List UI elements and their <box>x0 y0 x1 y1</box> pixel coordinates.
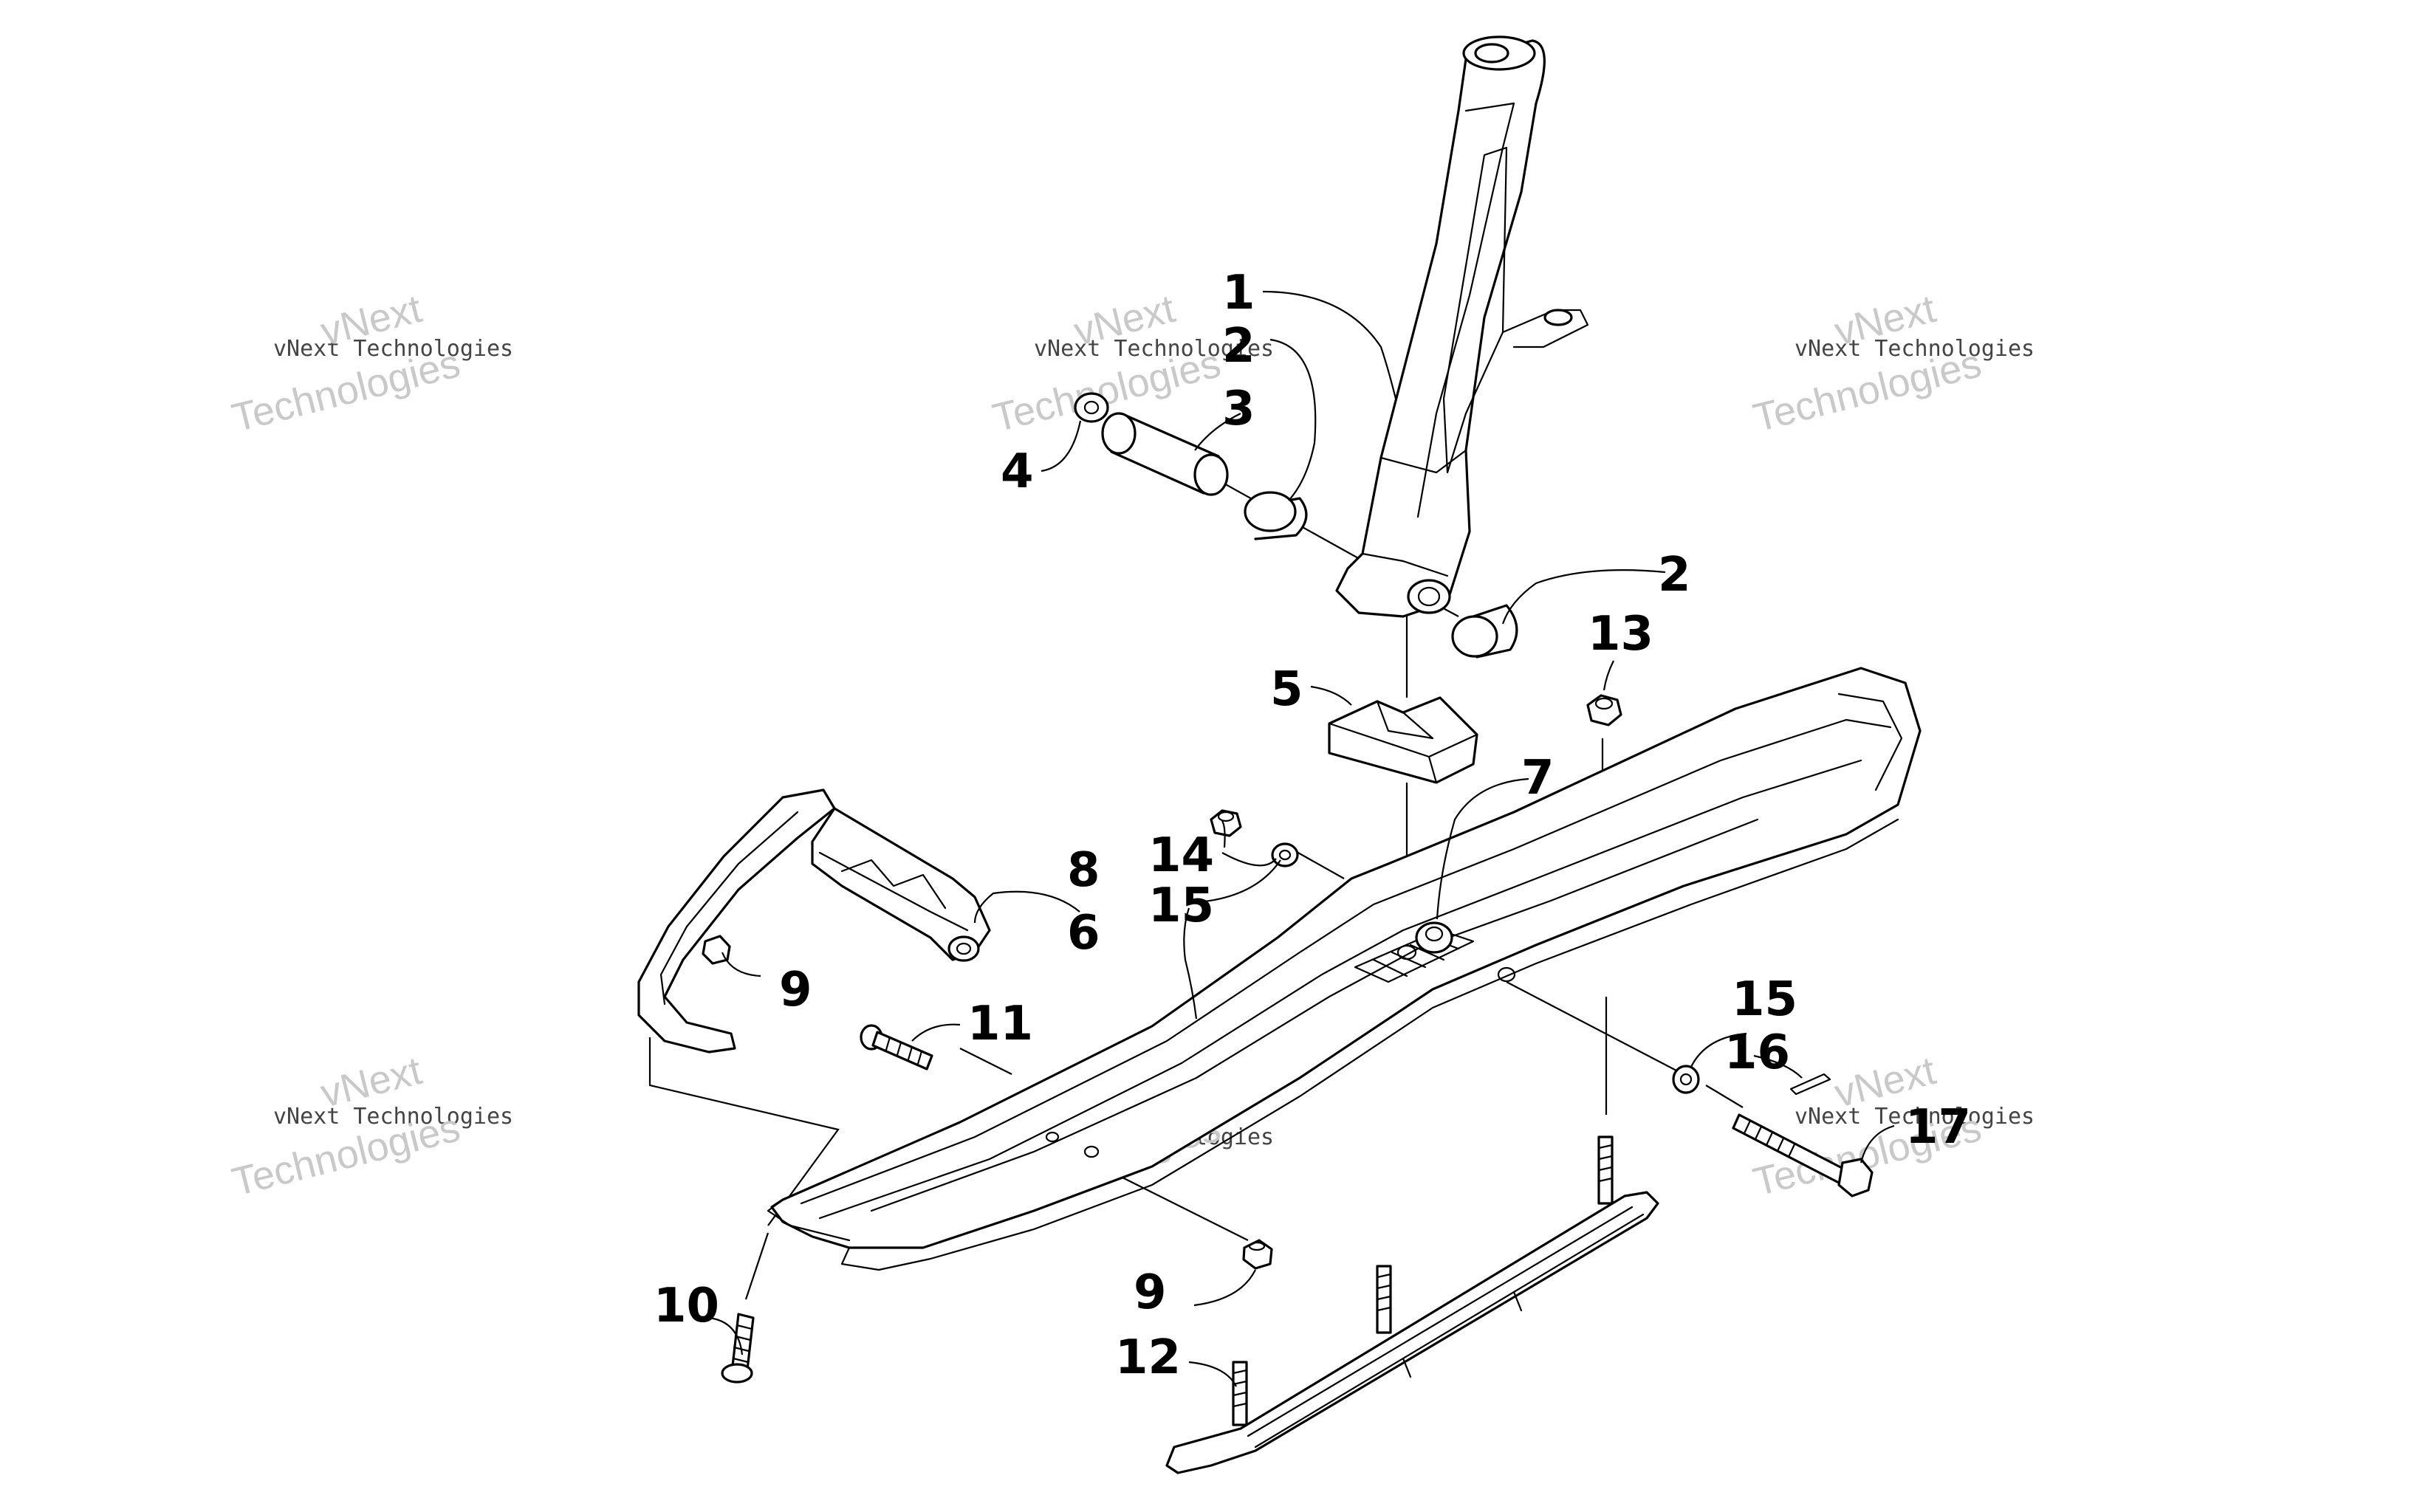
callout-5: 5 <box>1270 662 1303 717</box>
bushing-part-2-lower <box>1451 604 1518 659</box>
bushing-part-2-upper <box>1244 491 1308 540</box>
svg-text:vNext Technologies: vNext Technologies <box>1795 336 2035 362</box>
wear-bar-part-12 <box>1165 1135 1659 1474</box>
ski-loop-part-8 <box>637 788 991 1054</box>
callout-6: 6 <box>1067 906 1100 961</box>
nut-part-14 <box>1210 809 1242 837</box>
nut-part-13 <box>1586 694 1622 726</box>
callout-9-upper: 9 <box>779 963 812 1017</box>
ski-part-6 <box>767 667 1922 1271</box>
callout-12: 12 <box>1115 1330 1181 1385</box>
callout-14: 14 <box>1148 828 1214 883</box>
callout-labels: 1 2 3 4 2 13 5 7 14 8 15 6 9 11 15 16 17… <box>654 266 1971 1385</box>
callout-10: 10 <box>654 1279 719 1333</box>
svg-text:vNext Technologies: vNext Technologies <box>273 1104 513 1130</box>
leader-lines <box>708 290 1895 1387</box>
watermark-top-right: vNext Technologies vNext Technologies <box>1749 286 2035 441</box>
bolt-part-17 <box>1732 1113 1874 1197</box>
washer-part-15-lower <box>1672 1065 1700 1094</box>
callout-1: 1 <box>1222 266 1255 320</box>
bolt-part-10 <box>721 1313 755 1384</box>
wear-bar-stud-2 <box>1376 1265 1392 1334</box>
nut-part-9-upper <box>702 935 731 965</box>
bolt-part-11 <box>860 1024 933 1071</box>
washer-part-15-upper <box>1271 842 1299 867</box>
svg-text:vNext Technologies: vNext Technologies <box>1795 1104 2035 1130</box>
nut-part-7 <box>1415 921 1453 954</box>
callout-11: 11 <box>967 997 1033 1051</box>
callout-4: 4 <box>1001 444 1034 499</box>
callout-13: 13 <box>1588 607 1653 662</box>
svg-text:vNext Technologies: vNext Technologies <box>273 336 513 362</box>
callout-2-upper: 2 <box>1222 319 1255 374</box>
watermark-top-left: vNext Technologies vNext Technologies <box>227 286 513 441</box>
callout-3: 3 <box>1222 382 1255 436</box>
callout-17: 17 <box>1905 1100 1971 1155</box>
callout-8: 8 <box>1067 843 1100 898</box>
callout-15-upper: 15 <box>1148 879 1214 933</box>
washer-part-4 <box>1074 392 1109 423</box>
block-part-5 <box>1328 696 1478 784</box>
callout-15-lower: 15 <box>1732 972 1797 1027</box>
callout-16: 16 <box>1724 1025 1790 1080</box>
nut-part-9-lower <box>1242 1239 1273 1270</box>
spindle-part-1 <box>1335 35 1589 618</box>
watermark-top-center: vNext Technologies vNext Technologies <box>988 286 1274 441</box>
callout-2-lower: 2 <box>1658 548 1691 602</box>
ski-reinforcement-grid <box>1354 929 1475 983</box>
cotter-pin-part-16 <box>1789 1073 1831 1096</box>
wear-bar-stud-1 <box>1232 1361 1248 1426</box>
callout-7: 7 <box>1521 751 1555 805</box>
watermark-bottom-left: vNext Technologies vNext Technologies <box>227 1048 513 1205</box>
callout-9-lower: 9 <box>1134 1265 1167 1320</box>
wear-bar-stud-3 <box>1597 1135 1614 1205</box>
sleeve-part-3 <box>1101 412 1229 496</box>
svg-text:vNext Technologies: vNext Technologies <box>1034 336 1274 362</box>
